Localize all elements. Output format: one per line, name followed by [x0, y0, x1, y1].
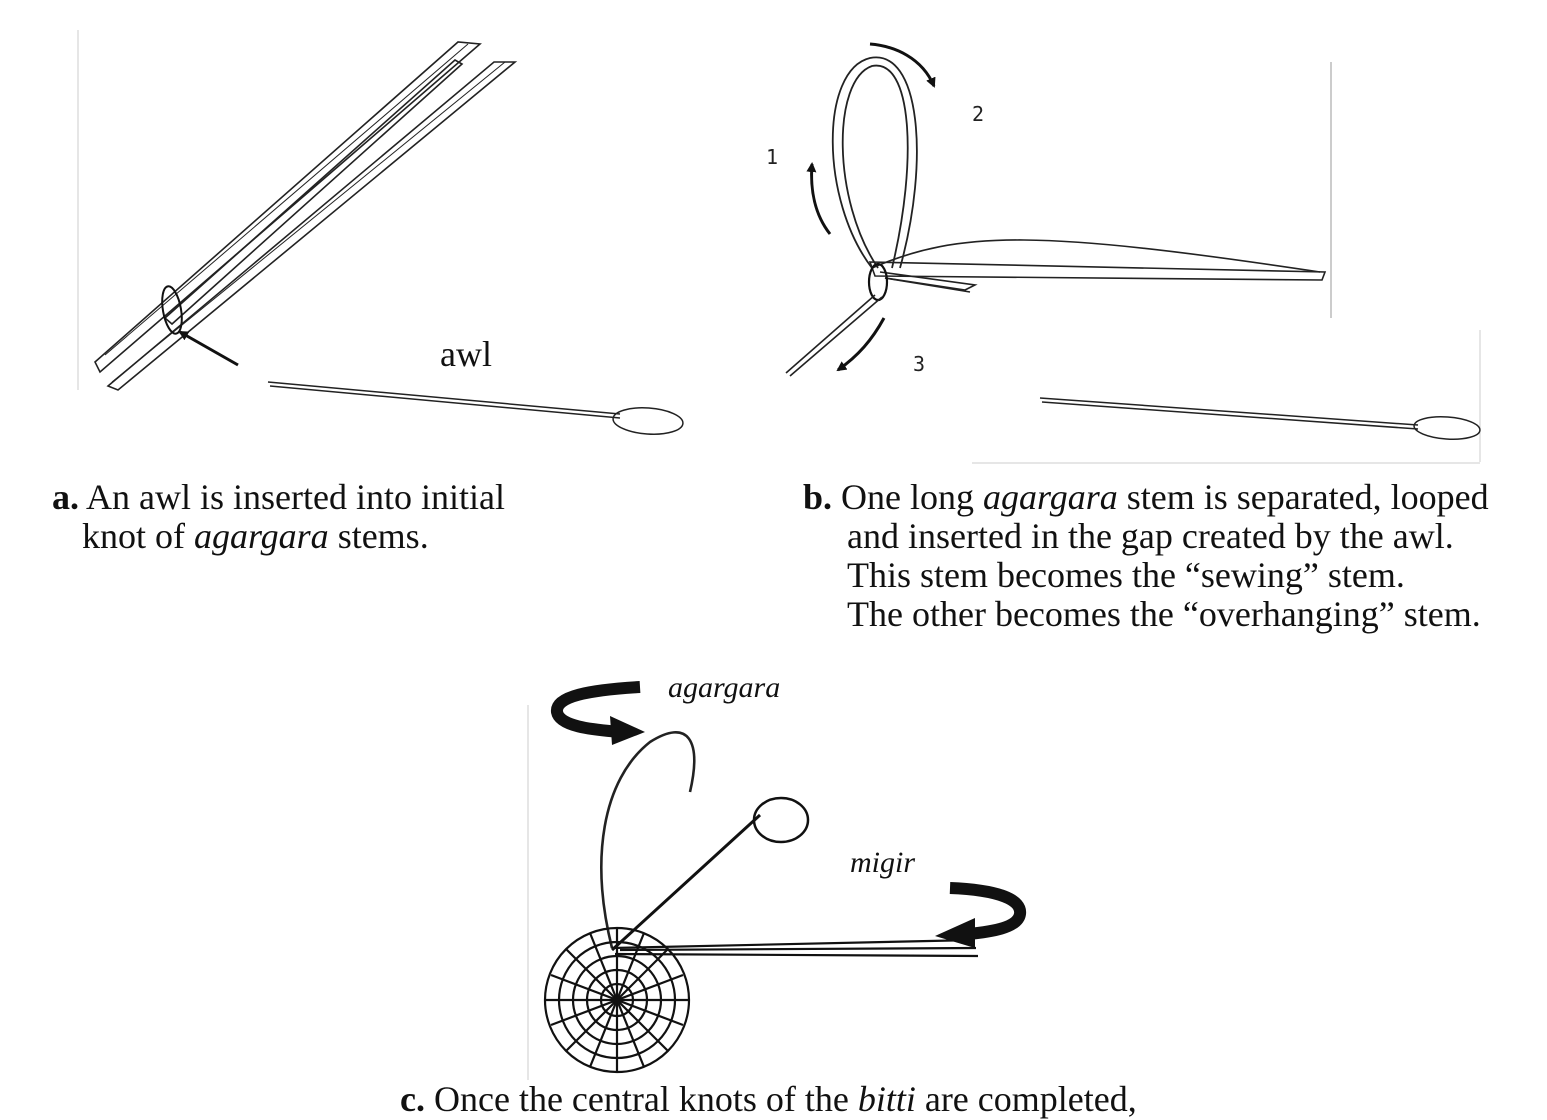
awl-c-shaft [610, 813, 762, 952]
initial-knot [161, 285, 183, 335]
sewing-loop [831, 56, 918, 269]
label-migir: migir [850, 846, 915, 879]
caption-b: b. One long agargara stem is separated, … [803, 478, 1489, 634]
rotation-arrow-migir-head [935, 918, 975, 948]
caption-b-line-3: This stem becomes the “sewing” stem. [847, 555, 1405, 595]
caption-a: a. An awl is inserted into initial knot … [52, 478, 505, 556]
arrow-3 [836, 317, 886, 372]
caption-a-letter: a. [52, 477, 79, 517]
awl-c-head [752, 796, 810, 844]
caption-c-letter: c. [400, 1079, 425, 1119]
agargara-stem-c [600, 731, 696, 949]
panel-a-drawing: awl [77, 30, 684, 435]
caption-c: c. Once the central knots of the bitti a… [400, 1080, 1137, 1119]
overhanging-stems [868, 239, 1327, 293]
rotation-arrow-migir [949, 882, 1027, 940]
caption-a-line-1: a. An awl is inserted into initial [52, 477, 505, 517]
caption-b-line-2: and inserted in the gap created by the a… [847, 516, 1454, 556]
panel-c-drawing: agargara migir [527, 671, 1027, 1080]
stem-a-1 [94, 41, 482, 374]
label-awl: awl [440, 334, 492, 374]
rotation-arrow-agargara [551, 681, 641, 738]
pointer-arrow-a [178, 330, 239, 367]
awl-a [267, 381, 684, 435]
caption-b-line-1: b. One long agargara stem is separated, … [803, 477, 1489, 517]
direction-arrows-b [806, 42, 936, 372]
step-1-label: 1 [766, 145, 778, 169]
knot-b [867, 262, 889, 302]
caption-a-line-2: knot of agargara stems. [82, 516, 429, 556]
panel-b-drawing: 1 2 3 [766, 42, 1481, 464]
bitti-coil [543, 926, 691, 1074]
arrow-2 [869, 42, 936, 88]
step-3-label: 3 [913, 352, 925, 376]
lower-stem-b [785, 294, 883, 377]
migir-stem [611, 938, 979, 958]
stem-a-3 [163, 59, 464, 326]
caption-c-line-1: c. Once the central knots of the bitti a… [400, 1079, 1137, 1119]
arrow-1 [806, 162, 832, 235]
awl-b [1039, 397, 1481, 440]
label-agargara: agargara [668, 671, 780, 704]
stem-a-2 [106, 61, 518, 391]
caption-b-letter: b. [803, 477, 833, 517]
caption-b-line-4: The other becomes the “overhanging” stem… [847, 594, 1481, 634]
rotation-arrow-agargara-head [610, 716, 645, 745]
agargara-stems-a [94, 41, 518, 391]
step-2-label: 2 [972, 102, 984, 126]
